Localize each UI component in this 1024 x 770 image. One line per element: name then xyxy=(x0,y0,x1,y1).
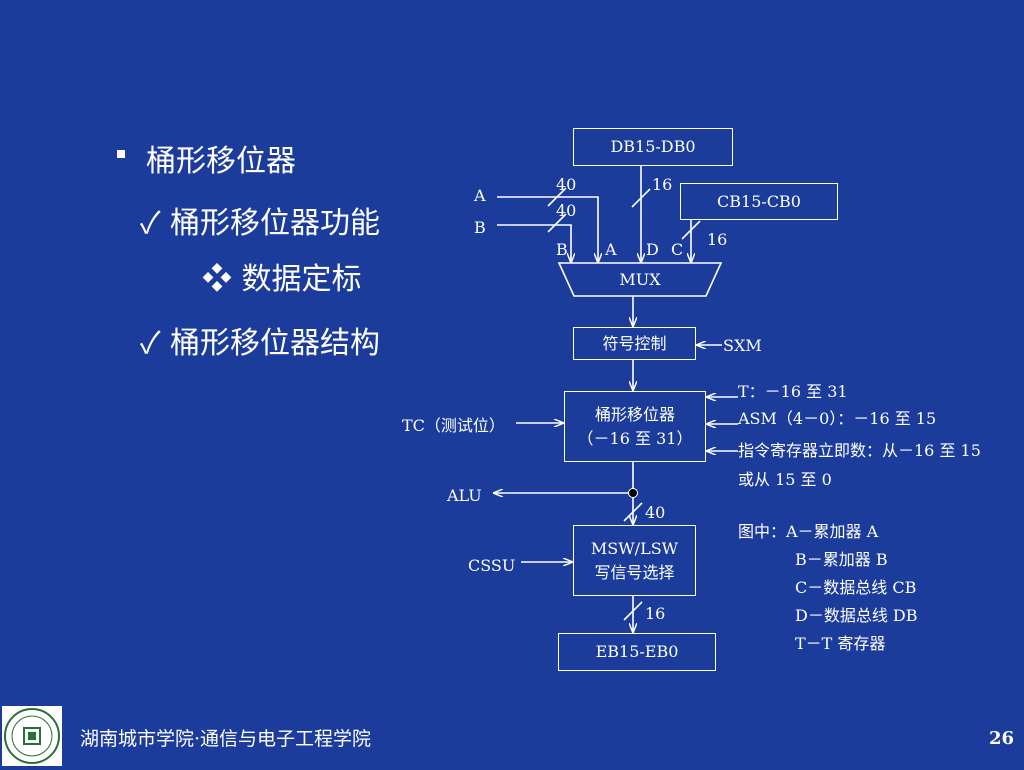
t-range-label: T：－16 至 31 xyxy=(738,382,848,401)
db-width: 16 xyxy=(652,175,673,194)
bus-b-width: 40 xyxy=(556,201,577,220)
legend-line-3: C－数据总线 CB xyxy=(795,578,917,597)
alu-label: ALU xyxy=(447,486,482,505)
msw-lsw-subtitle: 写信号选择 xyxy=(594,562,675,582)
asm-range-label: ASM（4－0）：－16 至 15 xyxy=(738,409,937,428)
eb-width: 16 xyxy=(645,604,666,623)
barrel-shifter-title: 桶形移位器 xyxy=(594,404,675,424)
page-number: 26 xyxy=(988,728,1014,749)
input-b-label: B xyxy=(474,218,486,237)
immediate-range-label-2: 或从 15 至 0 xyxy=(738,470,832,489)
cssu-label: CSSU xyxy=(468,556,516,575)
output-width: 40 xyxy=(645,503,666,522)
barrel-shifter-box: 桶形移位器 （－16 至 31） xyxy=(564,391,706,462)
immediate-range-label: 指令寄存器立即数：从－16 至 15 xyxy=(738,441,981,460)
mux-input-a: A xyxy=(605,240,617,259)
input-a-label: A xyxy=(474,186,486,205)
check-item-structure: ✓ 桶形移位器结构 xyxy=(140,326,381,361)
legend-line-2: B－累加器 B xyxy=(795,550,888,569)
bus-a-width: 40 xyxy=(556,175,577,194)
sub-item-data-scaling: ❖ 数据定标 xyxy=(202,262,362,297)
mux-input-c: C xyxy=(671,240,684,259)
legend-line-4: D－数据总线 DB xyxy=(795,606,918,625)
mux-input-d: D xyxy=(646,240,659,259)
legend-line-1: 图中：A－累加器 A xyxy=(738,522,879,541)
footer-institution: 湖南城市学院·通信与电子工程学院 xyxy=(80,728,372,750)
legend-line-5: T－T 寄存器 xyxy=(795,634,886,653)
university-logo xyxy=(2,706,62,766)
check-item-function: ✓ 桶形移位器功能 xyxy=(140,206,381,241)
mux-shape xyxy=(557,262,723,297)
tc-label: TC（测试位） xyxy=(402,416,505,435)
cb-width: 16 xyxy=(707,230,728,249)
barrel-shifter-range: （－16 至 31） xyxy=(577,428,693,448)
msw-lsw-title: MSW/LSW xyxy=(590,538,679,558)
db-bus-box: DB15-DB0 xyxy=(573,128,733,166)
mux-input-b: B xyxy=(556,240,568,259)
junction-dot xyxy=(628,488,638,498)
msw-lsw-box: MSW/LSW 写信号选择 xyxy=(573,525,696,596)
main-bullet-title: 桶形移位器 xyxy=(146,144,296,179)
bullet-square-icon xyxy=(117,150,125,158)
cb-bus-box: CB15-CB0 xyxy=(680,183,838,220)
eb-bus-box: EB15-EB0 xyxy=(558,633,716,671)
sign-control-box: 符号控制 xyxy=(573,327,696,360)
mux-label: MUX xyxy=(619,270,661,289)
sxm-label: SXM xyxy=(723,336,762,355)
